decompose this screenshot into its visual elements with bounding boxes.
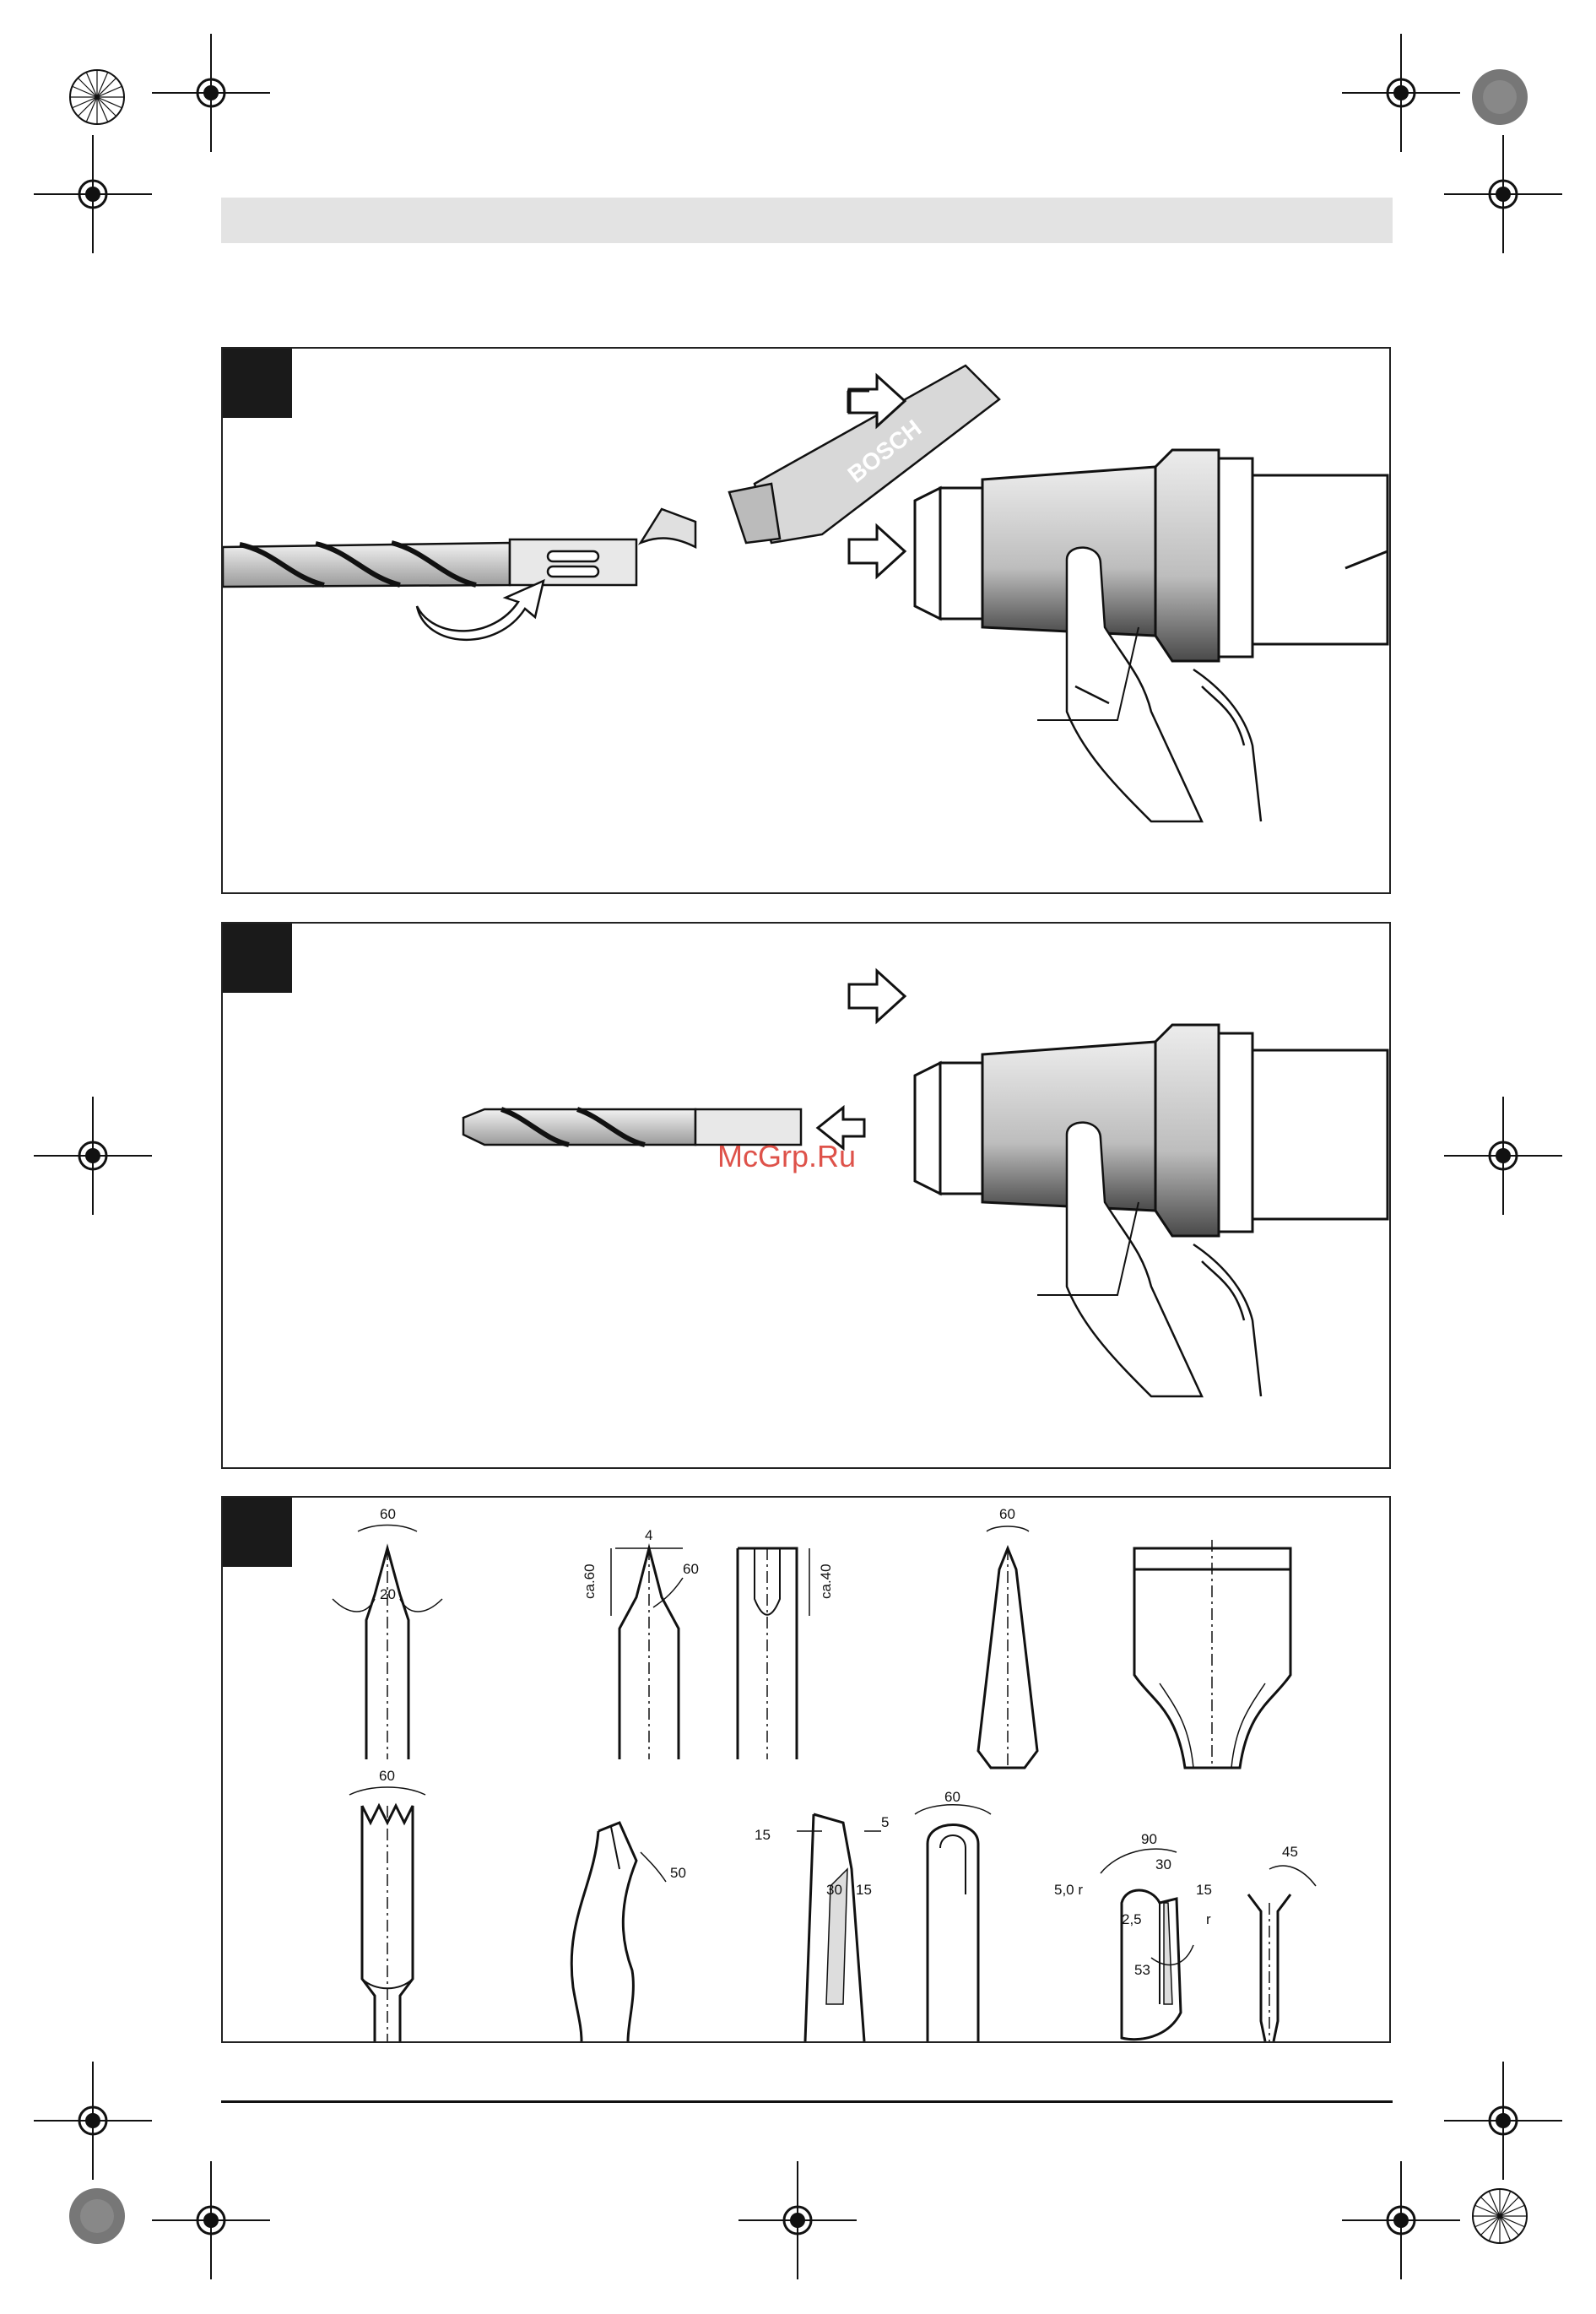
groove-chisel bbox=[1248, 1866, 1316, 2041]
crosshair-mark-bottom-center bbox=[738, 2161, 857, 2284]
crosshair-mark-left-middle bbox=[34, 1097, 152, 1219]
remove-bit-illustration bbox=[223, 924, 1389, 1467]
cone-chisel bbox=[978, 1526, 1037, 1768]
flat-chisel bbox=[738, 1548, 809, 1759]
tool-chuck bbox=[915, 1025, 1388, 1236]
dim-label: 60 bbox=[999, 1506, 1015, 1522]
dim-label: 5,0 r bbox=[1054, 1882, 1083, 1898]
toothed-chisel bbox=[349, 1787, 425, 2041]
footer-rule bbox=[221, 2100, 1393, 2103]
dim-label: 60 bbox=[683, 1561, 699, 1577]
crosshair-mark-left-upper bbox=[34, 135, 152, 257]
edge-chisel bbox=[797, 1814, 881, 2041]
spade-chisel bbox=[1134, 1540, 1290, 1768]
dim-label: 90 bbox=[1141, 1831, 1157, 1847]
figure-panel-remove-bit: McGrp.Ru bbox=[221, 922, 1391, 1469]
dim-label: ca.60 bbox=[582, 1563, 598, 1599]
crosshair-mark-right-middle bbox=[1444, 1097, 1562, 1219]
crosshair-mark-bottom-left bbox=[152, 2161, 270, 2284]
dim-label: 60 bbox=[380, 1506, 396, 1522]
dim-label: 4 bbox=[645, 1527, 652, 1543]
dim-label: 50 bbox=[670, 1865, 686, 1881]
pointed-chisel bbox=[333, 1526, 442, 1760]
hollow-chisel bbox=[571, 1823, 666, 2041]
dim-label: 5 bbox=[881, 1814, 889, 1830]
registration-mark-bottom-right bbox=[1470, 2187, 1529, 2250]
dim-label: 15 bbox=[755, 1827, 771, 1843]
figure-panel-insert-bit: BOSCH bbox=[221, 347, 1391, 894]
dim-label: 60 bbox=[944, 1789, 960, 1805]
crosshair-mark-left-lower bbox=[34, 2062, 152, 2184]
dim-label: 20 bbox=[380, 1586, 396, 1602]
density-mark-bottom-left bbox=[68, 2187, 127, 2250]
dim-label: 60 bbox=[379, 1768, 395, 1784]
tool-chuck bbox=[915, 450, 1388, 661]
drill-bit bbox=[223, 539, 636, 587]
registration-mark-top-left bbox=[68, 68, 127, 131]
dim-label: 30 bbox=[826, 1882, 842, 1898]
figure-panel-chisel-types: 60 20 4 ca.60 60 ca.40 60 60 50 15 5 30 … bbox=[221, 1496, 1391, 2043]
push-arrow-icon bbox=[849, 971, 905, 1022]
crosshair-mark-right-lower bbox=[1444, 2062, 1562, 2184]
insert-bit-illustration: BOSCH bbox=[223, 349, 1389, 892]
dim-label: r bbox=[1206, 1911, 1211, 1927]
dim-label: ca.40 bbox=[818, 1563, 834, 1599]
chisel-types-illustration: 60 20 4 ca.60 60 ca.40 60 60 50 15 5 30 … bbox=[223, 1498, 1389, 2041]
crosshair-mark-bottom-right bbox=[1342, 2161, 1460, 2284]
push-arrow-icon bbox=[849, 526, 905, 577]
dim-label: 53 bbox=[1134, 1962, 1150, 1978]
watermark: McGrp.Ru bbox=[717, 1139, 856, 1174]
crosshair-mark-right-upper bbox=[1444, 135, 1562, 257]
joint-chisel bbox=[1101, 1849, 1193, 2040]
density-mark-top-right bbox=[1470, 68, 1529, 131]
rotate-arrow-icon bbox=[417, 581, 544, 640]
pointed-chisel-2 bbox=[611, 1548, 683, 1759]
dim-label: 15 bbox=[856, 1882, 872, 1898]
dim-label: 45 bbox=[1282, 1844, 1298, 1860]
crosshair-mark-top-right bbox=[1342, 34, 1460, 156]
header-band bbox=[221, 198, 1393, 243]
dim-label: 15 bbox=[1196, 1882, 1212, 1898]
gouge-chisel bbox=[915, 1805, 991, 2041]
crosshair-mark-top-left bbox=[152, 34, 270, 156]
dim-label: 30 bbox=[1155, 1856, 1171, 1872]
dim-label: 2,5 bbox=[1122, 1911, 1142, 1927]
